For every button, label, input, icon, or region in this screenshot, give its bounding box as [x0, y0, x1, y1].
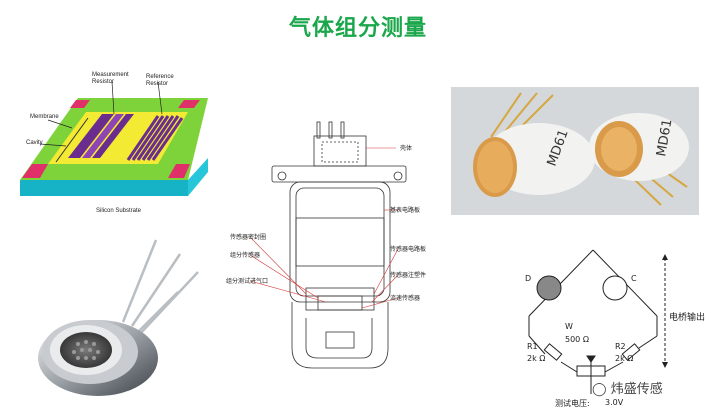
page-title: 气体组分测量 [288, 16, 427, 41]
membrane-label: Membrane [30, 114, 59, 120]
w-label: W [565, 322, 573, 331]
cross-section-illustration [249, 121, 407, 369]
cavity-label: Cavity [26, 140, 43, 146]
bridge-circuit-diagram: D C W 500 Ω R1 2k Ω R2 2k Ω 电桥输出 测试电压: 3… [505, 244, 710, 414]
cross-section-drawing: 壳体 基表电路板 传感器密封圈 组分传感器 组分测试进气口 传感器电路板 传感器… [222, 118, 442, 388]
w-value-label: 500 Ω [565, 335, 589, 344]
md61-sensor-illustration: MD61 MD61 [451, 87, 699, 215]
to-can-sensor-photo [28, 232, 203, 407]
r2-label: R2 [615, 342, 626, 351]
r1-label: R1 [527, 342, 538, 351]
sensor-board-label: 传感器电路板 [390, 246, 427, 253]
c-label: C [631, 274, 637, 283]
bridge-output-label: 电桥输出 [669, 313, 706, 323]
sealing-ring-label: 传感器密封圈 [230, 234, 267, 241]
md61-sensor-photo: MD61 MD61 [451, 87, 699, 215]
r2-value-label: 2k Ω [615, 354, 634, 363]
component-sensor-label: 组分传感器 [230, 252, 261, 259]
housing-label: 壳体 [400, 145, 413, 152]
test-voltage-value: 3.0V [605, 398, 624, 407]
measurement-resistor-label: Measurement Resistor [92, 72, 129, 85]
flow-sensor-label: 流速传感器 [390, 295, 421, 302]
reference-resistor-label: Reference Resistor [146, 74, 174, 87]
d-label: D [525, 274, 532, 283]
injection-part-label: 传感器注塑件 [390, 272, 427, 279]
gas-inlet-label: 组分测试进气口 [226, 278, 269, 285]
mems-diagram: Measurement Resistor Reference Resistor … [18, 68, 218, 218]
md61-mark-right: MD61 [654, 118, 675, 158]
r1-value-label: 2k Ω [527, 354, 546, 363]
to-can-sensor-illustration [38, 239, 199, 396]
substrate-label: Silicon Substrate [96, 208, 142, 214]
mems-illustration [20, 81, 208, 196]
wechat-icon: ◯ [592, 382, 607, 397]
watermark-text: 炜盛传感 [610, 382, 663, 397]
watermark: ◯ 炜盛传感 [592, 378, 663, 397]
base-board-label: 基表电路板 [390, 207, 421, 214]
test-voltage-label: 测试电压: [555, 399, 590, 408]
bridge-circuit-illustration [528, 249, 668, 394]
